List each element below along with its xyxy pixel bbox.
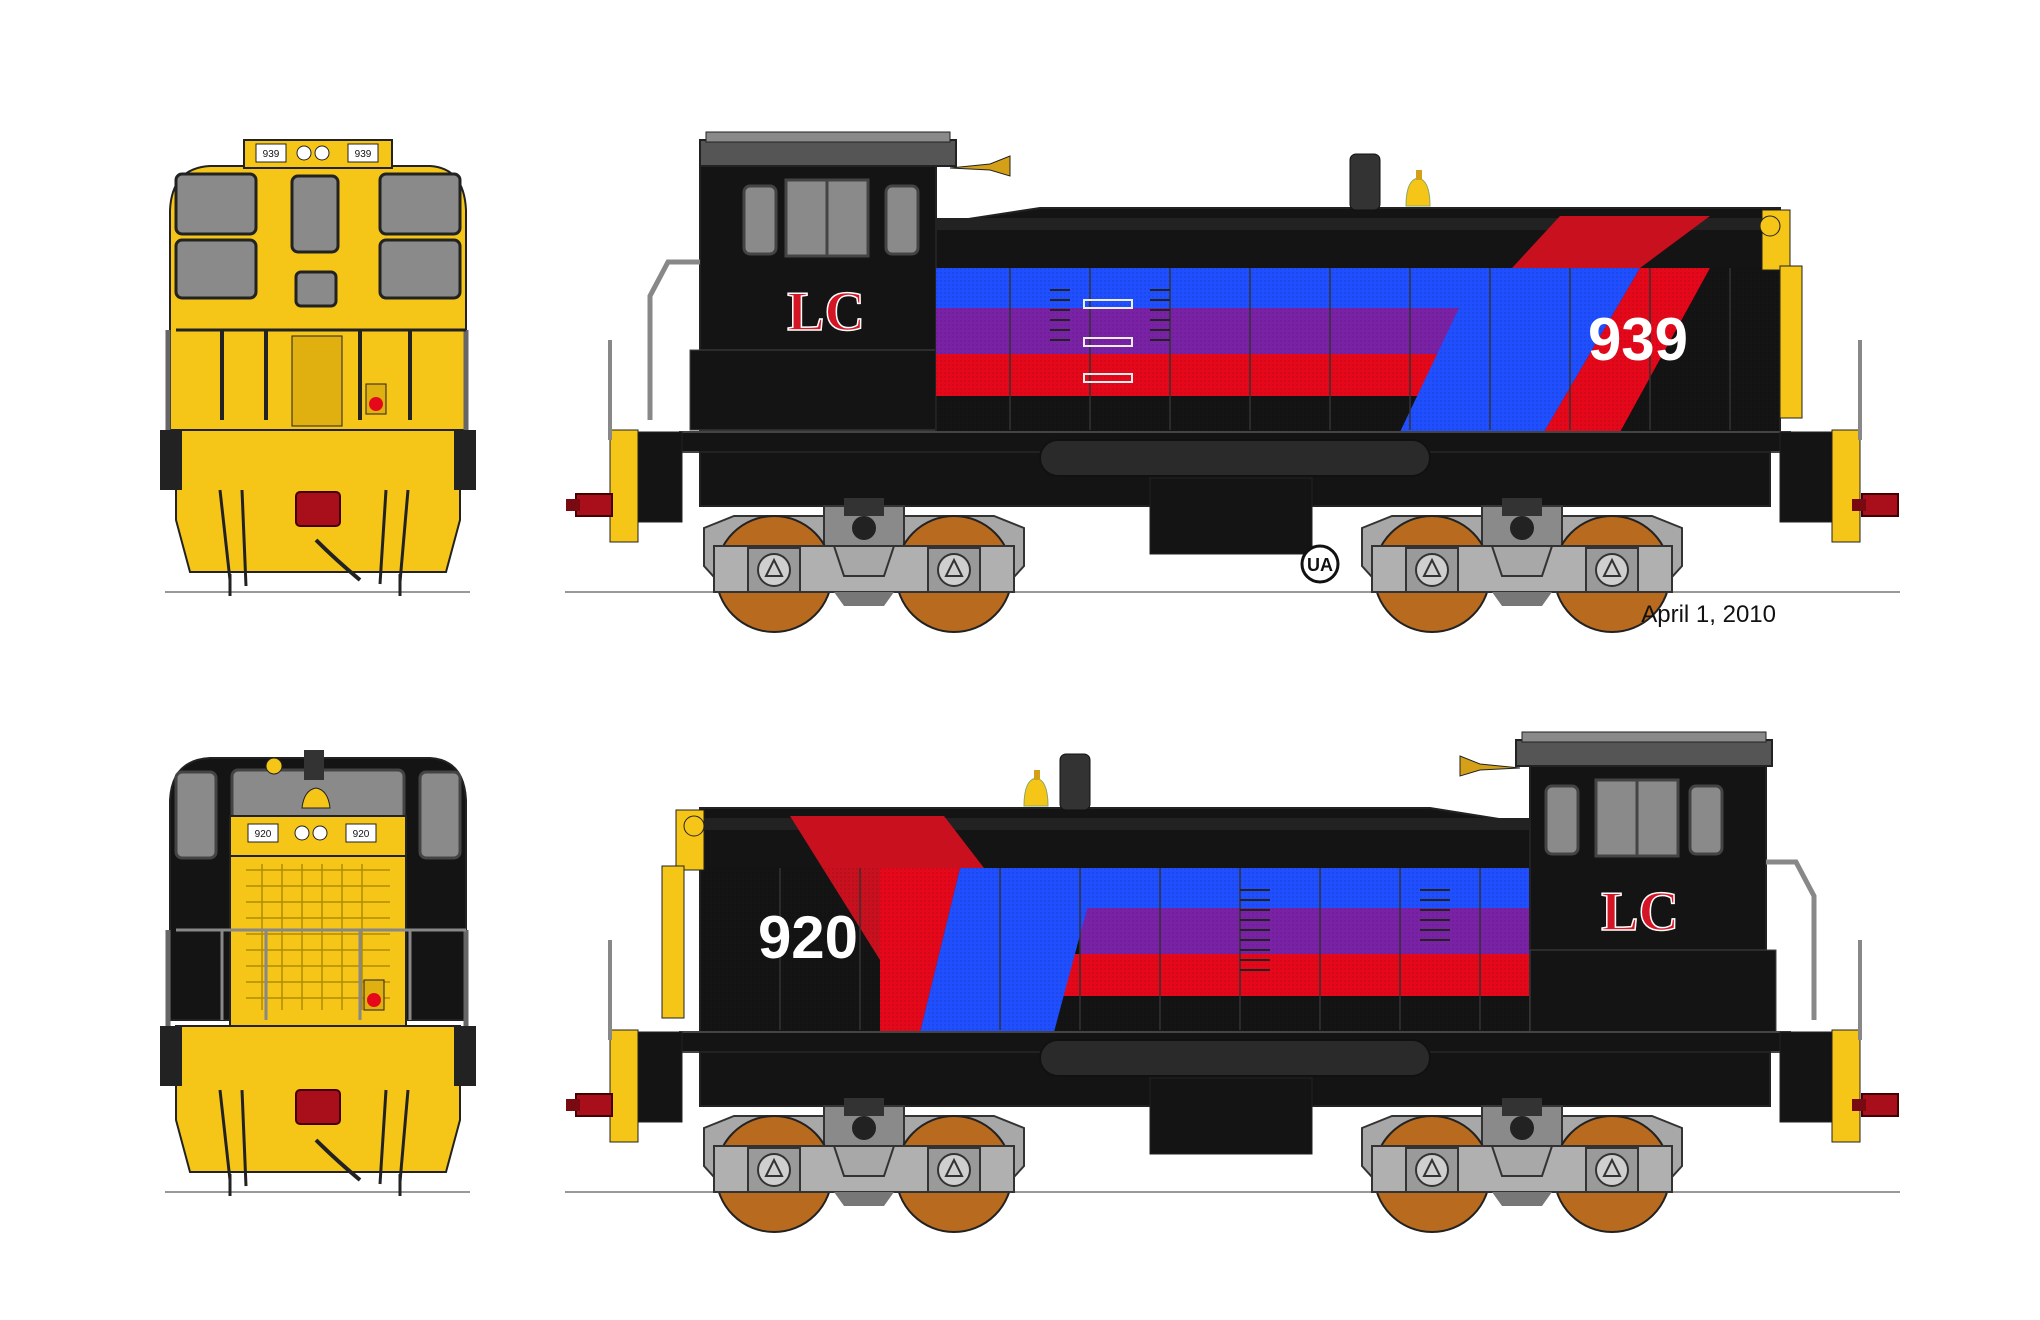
herald-lc-920: LC bbox=[1601, 881, 1679, 943]
artist-mark: UA bbox=[1307, 555, 1333, 575]
drawing-date: April 1, 2010 bbox=[1641, 601, 1776, 628]
end-view-939: 939 939 bbox=[160, 139, 476, 596]
number-board-left-920: 920 bbox=[255, 829, 272, 840]
road-number-939: 939 bbox=[1588, 306, 1688, 373]
road-number-920: 920 bbox=[758, 904, 858, 971]
side-view-920: 920 LC bbox=[565, 731, 1900, 1233]
number-board-right-920: 920 bbox=[353, 829, 370, 840]
herald-lc-939: LC bbox=[787, 281, 865, 343]
side-view-939: LC bbox=[565, 131, 1900, 633]
number-board-right-939: 939 bbox=[355, 149, 372, 160]
number-board-left-939: 939 bbox=[263, 149, 280, 160]
end-view-920: 920 920 bbox=[160, 750, 476, 1196]
